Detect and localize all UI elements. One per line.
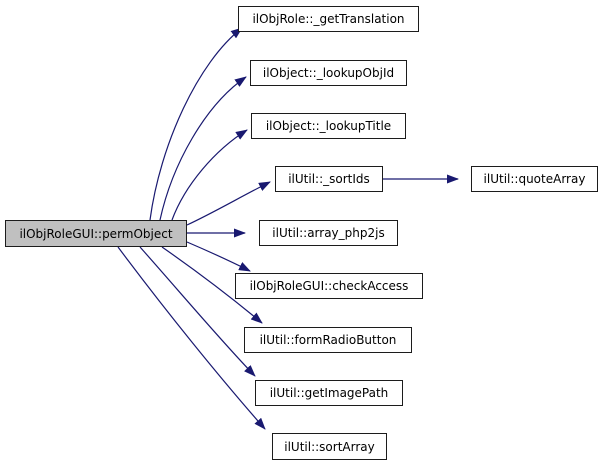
- edge-permobject-to-checkaccess: [186, 241, 251, 272]
- node-ilobject-lookupobjid[interactable]: ilObject::_lookupObjId: [250, 60, 407, 86]
- edge-permobject-to-gettranslation: [149, 27, 243, 221]
- node-ilobjrolegui-checkaccess[interactable]: ilObjRoleGUI::checkAccess: [235, 273, 423, 299]
- edge-permobject-to-sortarray: [117, 246, 266, 430]
- node-ilutil-sortids[interactable]: ilUtil::_sortIds: [275, 166, 383, 192]
- edge-permobject-to-lookupobjid: [159, 76, 247, 221]
- edge-permobject-to-sortids: [186, 181, 271, 226]
- node-ilobjrole-gettranslation[interactable]: ilObjRole::_getTranslation: [238, 6, 419, 32]
- node-ilutil-formradiobutton[interactable]: ilUtil::formRadioButton: [244, 327, 412, 353]
- node-ilutil-arrayphp2js[interactable]: ilUtil::array_php2js: [259, 220, 398, 246]
- edge-permobject-to-formradiobutton: [161, 246, 263, 324]
- node-ilutil-quotearray[interactable]: ilUtil::quoteArray: [471, 166, 598, 192]
- edge-permobject-to-getimagepath: [139, 246, 256, 377]
- node-ilobject-lookuptitle[interactable]: ilObject::_lookupTitle: [251, 113, 406, 139]
- edge-permobject-to-lookuptitle: [171, 129, 248, 221]
- node-ilobjrolegui-permobject: ilObjRoleGUI::permObject: [5, 220, 187, 247]
- node-ilutil-sortarray[interactable]: ilUtil::sortArray: [272, 433, 387, 460]
- node-ilutil-getimagepath[interactable]: ilUtil::getImagePath: [255, 380, 403, 406]
